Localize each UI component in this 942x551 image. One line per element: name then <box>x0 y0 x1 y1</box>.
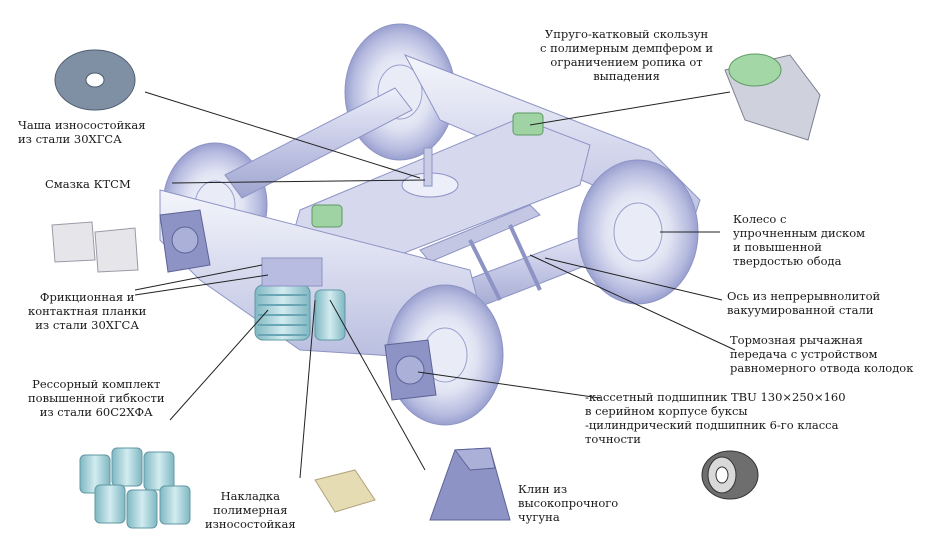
label-ktsm-grease: Смазка КТСМ <box>45 177 131 191</box>
side-bearing-part <box>724 53 821 141</box>
label-wheel: Колесо с упрочненным диском и повышенной… <box>733 212 866 268</box>
label-friction-plates: Фрикционная и контактная планки из стали… <box>28 290 147 332</box>
label-wedge: Клин из высокопрочного чугуна <box>518 482 619 524</box>
spring-set-installed <box>254 284 346 341</box>
brake-rod <box>419 204 541 263</box>
bearing-part <box>701 450 759 500</box>
leader-lines <box>134 91 736 479</box>
label-wear-bowl: Чаша износостойкая из стали 30ХГСА <box>18 118 146 146</box>
side-bearing-right <box>512 112 544 136</box>
axle-box-front <box>384 339 437 401</box>
axle-box-rear <box>159 209 211 273</box>
label-brake-gear: Тормозная рычажная передача с устройство… <box>730 333 914 375</box>
ktsm-sensor <box>423 147 433 187</box>
wear-bowl-part <box>54 49 136 111</box>
rear-axle <box>224 87 413 199</box>
friction-plates-part <box>51 221 139 273</box>
label-axle: Ось из непрерывнолитой вакуумированной с… <box>727 289 881 317</box>
wedge-part <box>429 447 511 521</box>
label-spring-set: Рессорный комплект повышенной гибкости и… <box>28 377 165 419</box>
polymer-pad-part <box>314 469 376 513</box>
label-polymer-pad: Накладка полимерная износостойкая <box>205 489 296 531</box>
wedge-installed <box>261 257 323 287</box>
label-bearing: -кассетный подшипник TBU 130×250×160 в с… <box>585 390 846 446</box>
front-wheel-right <box>577 159 699 305</box>
side-bearing-left <box>311 204 343 228</box>
label-side-bearing: Упруго-катковый скользун с полимерным де… <box>540 27 714 83</box>
brake-lever <box>468 224 542 301</box>
spring-set-part <box>79 447 191 529</box>
